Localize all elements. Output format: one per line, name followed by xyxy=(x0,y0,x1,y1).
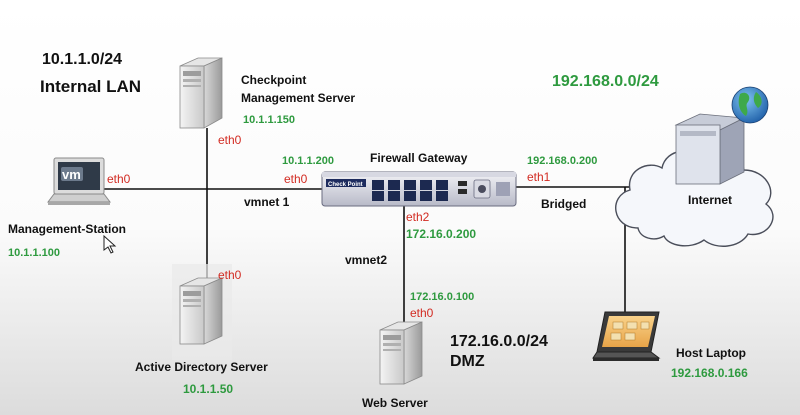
ad-server-ip: 10.1.1.50 xyxy=(183,382,233,396)
mouse-cursor-icon xyxy=(103,234,117,254)
web-server-name: Web Server xyxy=(362,396,428,410)
laptop-icon: vm xyxy=(47,157,111,205)
vm-logo: vm xyxy=(62,167,81,182)
dmz-subnet-name: DMZ xyxy=(450,353,485,370)
bridged-label: Bridged xyxy=(541,197,586,211)
firewall-eth2-ip: 172.16.0.200 xyxy=(406,227,476,241)
mgmt-server-name-line1: Checkpoint xyxy=(241,73,306,87)
mgmt-server-name-line2: Management Server xyxy=(241,91,355,105)
ad-server-iface: eth0 xyxy=(218,268,242,282)
mgmt-server-ip: 10.1.1.150 xyxy=(243,114,295,126)
ad-server-name: Active Directory Server xyxy=(135,360,268,374)
firewall-brand: Check Point xyxy=(328,182,363,188)
dmz-subnet-ip: 172.16.0.0/24 xyxy=(450,333,548,350)
firewall-appliance-icon: Check Point xyxy=(321,171,517,207)
mgmt-station-ip: 10.1.1.100 xyxy=(8,247,60,259)
firewall-eth2-label: eth2 xyxy=(406,210,430,224)
internal-subnet-ip: 10.1.1.0/24 xyxy=(42,51,122,68)
host-laptop-name: Host Laptop xyxy=(676,346,746,360)
vmnet1-label: vmnet 1 xyxy=(244,195,290,209)
mgmt-server-iface: eth0 xyxy=(218,133,242,147)
firewall-eth1-label: eth1 xyxy=(527,170,551,184)
web-server-iface: eth0 xyxy=(410,306,434,320)
firewall-eth1-ip: 192.168.0.200 xyxy=(527,155,597,167)
globe-icon xyxy=(731,86,769,124)
internal-subnet-name: Internal LAN xyxy=(40,77,141,96)
firewall-name: Firewall Gateway xyxy=(370,151,468,165)
server-icon xyxy=(172,264,232,360)
connections xyxy=(103,128,636,322)
host-laptop-ip: 192.168.0.166 xyxy=(671,366,748,380)
laptop-icon xyxy=(592,311,661,361)
vmnet2-label: vmnet2 xyxy=(345,253,387,267)
server-icon xyxy=(379,321,423,385)
firewall-eth0-ip: 10.1.1.200 xyxy=(282,155,334,167)
mgmt-station-iface: eth0 xyxy=(107,172,131,186)
external-subnet-ip: 192.168.0.0/24 xyxy=(552,73,659,90)
server-icon xyxy=(179,57,223,129)
web-server-ip: 172.16.0.100 xyxy=(410,291,474,303)
internet-name: Internet xyxy=(688,193,732,207)
firewall-eth0-label: eth0 xyxy=(284,172,308,186)
mgmt-station-name: Management-Station xyxy=(8,222,126,236)
cloud-server-icon xyxy=(615,86,774,247)
